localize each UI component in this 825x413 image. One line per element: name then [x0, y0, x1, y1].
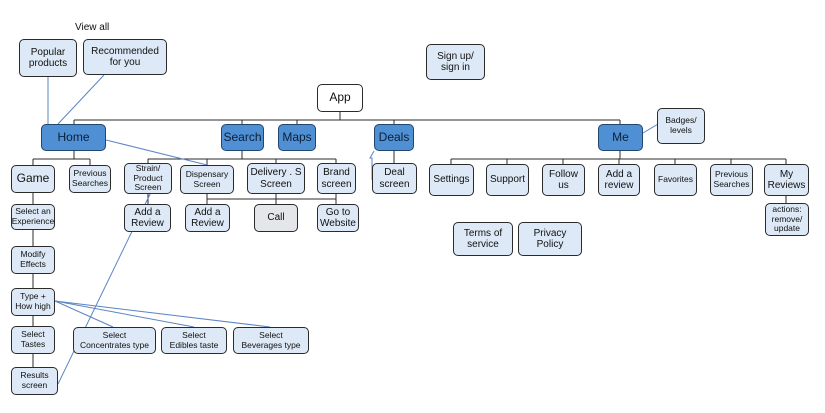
sign-up-sign-in-node[interactable]: Sign up/sign in	[426, 44, 485, 80]
home-node[interactable]: Home	[41, 124, 106, 151]
connector-recommended-home	[57, 74, 105, 125]
search-node[interactable]: Search	[221, 124, 264, 151]
favorites-node[interactable]: Favorites	[654, 164, 697, 196]
call-node[interactable]: Call	[254, 204, 298, 232]
settings-node[interactable]: Settings	[429, 164, 474, 196]
connector-me-drops	[450, 159, 787, 164]
connector-type-edibles	[54, 300, 195, 328]
me-node[interactable]: Me	[598, 124, 643, 151]
type-how-high-node[interactable]: Type +How high	[11, 288, 55, 316]
app-node[interactable]: App	[317, 84, 363, 112]
view-all-label: View all	[75, 22, 110, 33]
maps-node[interactable]: Maps	[278, 124, 316, 151]
connector-home-dispensary	[105, 139, 208, 166]
support-node[interactable]: Support	[486, 164, 529, 196]
badges-levels-node[interactable]: Badges/levels	[657, 108, 705, 144]
deals-node[interactable]: Deals	[374, 124, 414, 151]
connector-type-beverages	[54, 300, 271, 328]
actions-remove-update-node[interactable]: actions:remove/update	[765, 203, 809, 236]
connector-type-concentrates	[54, 300, 114, 328]
connector-me-badges	[642, 123, 659, 134]
game-node[interactable]: Game	[11, 165, 55, 193]
